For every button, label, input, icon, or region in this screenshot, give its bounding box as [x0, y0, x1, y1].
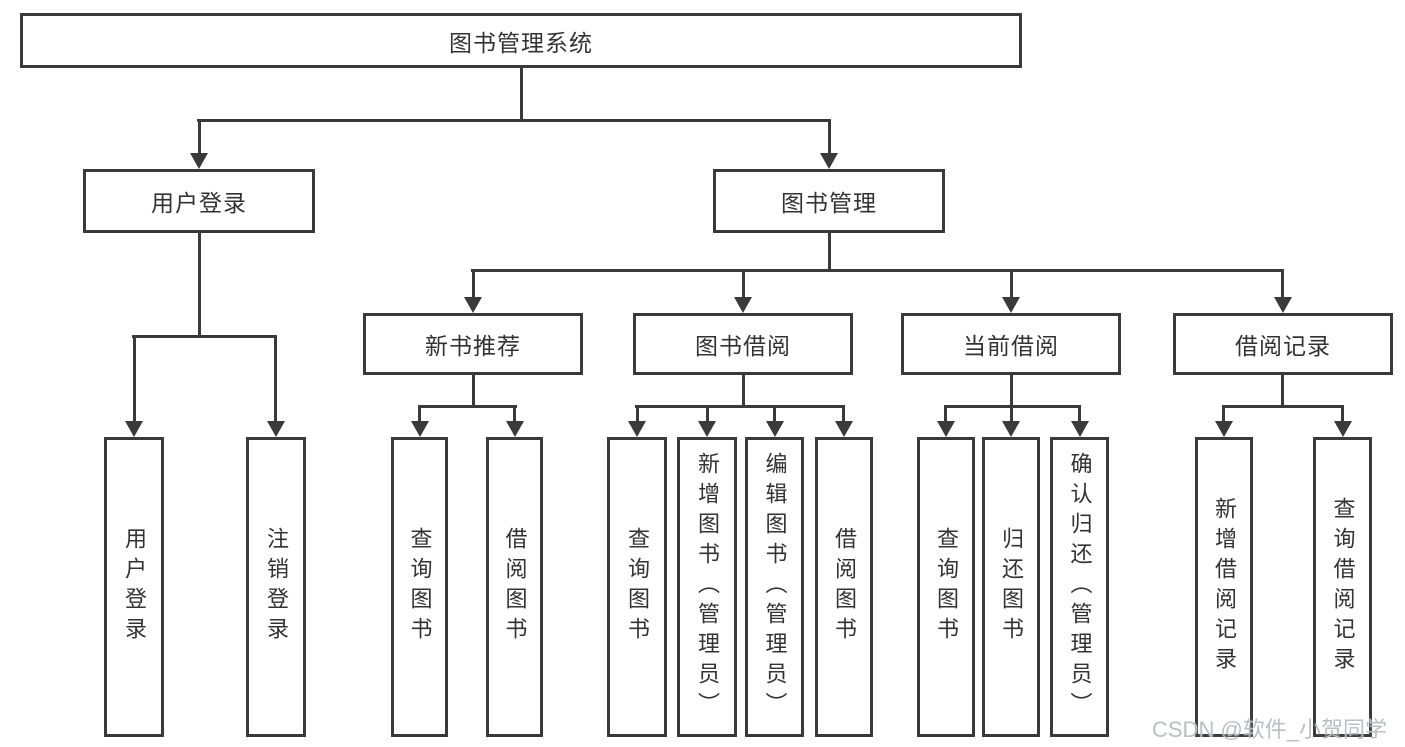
- arrow-down-icon: [411, 421, 429, 437]
- leaf-add-borrow-record-label: 新增借阅记录: [1212, 497, 1237, 677]
- leaf-query-books-3-label: 查询图书: [934, 527, 959, 647]
- arrow-down-icon: [190, 153, 208, 169]
- leaf-borrow-books-2: 借阅图书: [815, 437, 873, 737]
- arrow-down-icon: [937, 421, 955, 437]
- arrow-down-icon: [835, 421, 853, 437]
- arrow-down-icon: [267, 421, 285, 437]
- connector-line: [274, 335, 277, 423]
- connector-line: [944, 405, 947, 423]
- connector-line: [1078, 405, 1081, 423]
- leaf-edit-book-admin: 编辑图书（管理员）: [745, 437, 804, 737]
- arrow-down-icon: [125, 421, 143, 437]
- leaf-query-books-2-label: 查询图书: [625, 527, 650, 647]
- arrow-down-icon: [734, 297, 752, 313]
- connector-line: [742, 269, 745, 300]
- connector-line: [418, 405, 517, 408]
- leaf-add-borrow-record: 新增借阅记录: [1195, 437, 1253, 737]
- connector-line: [635, 405, 845, 408]
- leaf-return-book-label: 归还图书: [999, 527, 1024, 647]
- leaf-query-borrow-record-label: 查询借阅记录: [1330, 497, 1356, 677]
- leaf-add-book-admin: 新增图书（管理员）: [677, 437, 737, 737]
- connector-line: [636, 405, 639, 423]
- connector-line: [1341, 405, 1344, 423]
- connector-line: [471, 269, 1284, 272]
- connector-line: [1010, 405, 1013, 423]
- connector-line: [198, 233, 201, 338]
- node-book-management: 图书管理: [713, 169, 945, 233]
- node-root: 图书管理系统: [20, 13, 1022, 68]
- arrow-down-icon: [628, 421, 646, 437]
- arrow-down-icon: [698, 421, 716, 437]
- connector-line: [198, 119, 201, 155]
- leaf-query-books-2: 查询图书: [607, 437, 667, 737]
- arrow-down-icon: [506, 421, 524, 437]
- leaf-borrow-books-1: 借阅图书: [486, 437, 543, 737]
- leaf-query-borrow-record: 查询借阅记录: [1313, 437, 1372, 737]
- arrow-down-icon: [464, 297, 482, 313]
- connector-line: [1222, 405, 1344, 408]
- node-user-login: 用户登录: [83, 169, 315, 233]
- connector-line: [1010, 375, 1013, 408]
- node-book-management-label: 图书管理: [781, 190, 877, 216]
- arrow-down-icon: [1002, 297, 1020, 313]
- connector-line: [828, 119, 831, 155]
- leaf-logout-label: 注销登录: [264, 527, 289, 647]
- arrow-down-icon: [1002, 421, 1020, 437]
- leaf-return-book: 归还图书: [982, 437, 1040, 737]
- node-current-borrow-label: 当前借阅: [963, 333, 1059, 359]
- arrow-down-icon: [820, 153, 838, 169]
- connector-line: [773, 405, 776, 423]
- leaf-borrow-books-2-label: 借阅图书: [832, 527, 857, 647]
- connector-line: [520, 68, 523, 122]
- leaf-confirm-return-admin: 确认归还（管理员）: [1050, 437, 1109, 737]
- connector-line: [1281, 375, 1284, 408]
- arrow-down-icon: [1334, 421, 1352, 437]
- leaf-query-books-1: 查询图书: [391, 437, 448, 737]
- node-book-borrow: 图书借阅: [633, 313, 853, 375]
- connector-line: [828, 233, 831, 272]
- node-borrow-record-label: 借阅记录: [1235, 333, 1331, 359]
- connector-line: [1010, 269, 1013, 300]
- node-user-login-label: 用户登录: [151, 190, 247, 216]
- connector-line: [1281, 269, 1284, 300]
- connector-line: [197, 119, 831, 122]
- leaf-add-book-admin-label: 新增图书（管理员）: [695, 452, 720, 722]
- arrow-down-icon: [766, 421, 784, 437]
- connector-line: [1222, 405, 1225, 423]
- connector-line: [742, 375, 745, 408]
- node-borrow-record: 借阅记录: [1173, 313, 1393, 375]
- connector-line: [513, 405, 516, 423]
- leaf-confirm-return-admin-label: 确认归还（管理员）: [1067, 452, 1093, 722]
- node-new-book-recommend: 新书推荐: [363, 313, 583, 375]
- node-book-borrow-label: 图书借阅: [695, 333, 791, 359]
- leaf-query-books-3: 查询图书: [917, 437, 975, 737]
- leaf-query-books-1-label: 查询图书: [407, 527, 433, 647]
- csdn-watermark: CSDN @软件_小贺同学: [1152, 717, 1388, 742]
- leaf-logout: 注销登录: [246, 437, 306, 737]
- arrow-down-icon: [1215, 421, 1233, 437]
- arrow-down-icon: [1071, 421, 1089, 437]
- connector-line: [706, 405, 709, 423]
- connector-line: [842, 405, 845, 423]
- arrow-down-icon: [1274, 297, 1292, 313]
- connector-line: [132, 335, 277, 338]
- connector-line: [472, 375, 475, 408]
- leaf-edit-book-admin-label: 编辑图书（管理员）: [762, 452, 788, 722]
- leaf-borrow-books-1-label: 借阅图书: [502, 527, 528, 647]
- leaf-user-login-label: 用户登录: [122, 527, 147, 647]
- leaf-user-login: 用户登录: [104, 437, 164, 737]
- node-current-borrow: 当前借阅: [901, 313, 1121, 375]
- node-new-book-recommend-label: 新书推荐: [425, 333, 521, 359]
- connector-line: [472, 269, 475, 300]
- node-root-label: 图书管理系统: [449, 29, 593, 56]
- connector-line: [133, 335, 136, 423]
- connector-line: [418, 405, 421, 423]
